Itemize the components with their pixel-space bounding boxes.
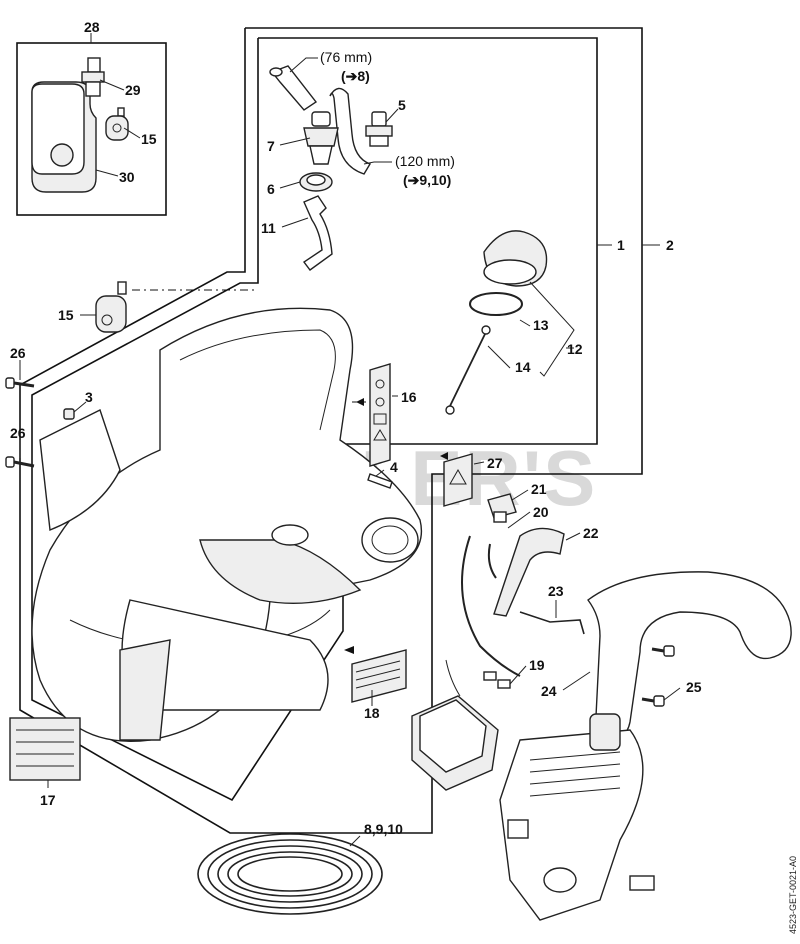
long-hose-part bbox=[329, 87, 372, 175]
fuel-pickup-part bbox=[303, 111, 339, 165]
spring-part bbox=[519, 611, 585, 635]
coiled-hose-part bbox=[197, 833, 383, 915]
engine-part bbox=[499, 713, 655, 921]
tank-pull-part bbox=[445, 325, 491, 415]
air-filter-pad-part bbox=[31, 81, 97, 193]
callout-4: 4 bbox=[390, 459, 398, 475]
callout-2: 2 bbox=[666, 237, 674, 253]
grommet-small-part bbox=[63, 408, 75, 420]
callout-30: 30 bbox=[119, 169, 135, 185]
callout-11: 11 bbox=[261, 220, 276, 236]
label-16-part bbox=[369, 363, 391, 467]
spark-plug-part bbox=[81, 57, 105, 97]
callout-26-top: 26 bbox=[10, 345, 26, 361]
callout-3: 3 bbox=[85, 389, 93, 405]
callout-19: 19 bbox=[529, 657, 545, 673]
throttle-trigger-part bbox=[493, 527, 565, 617]
hose-short-ref: (➔8) bbox=[341, 68, 370, 84]
kit-boundary-1 bbox=[31, 37, 598, 802]
label-18-part bbox=[351, 649, 407, 703]
callout-14: 14 bbox=[515, 359, 531, 375]
arrow-27 bbox=[440, 452, 448, 460]
callout-17: 17 bbox=[40, 792, 56, 808]
callout-21: 21 bbox=[531, 481, 547, 497]
callout-24: 24 bbox=[541, 683, 557, 699]
ignition-module-part bbox=[411, 659, 499, 791]
callout-18: 18 bbox=[364, 705, 380, 721]
arrow-16 bbox=[356, 398, 364, 406]
grommet-part bbox=[299, 172, 333, 192]
spark-plug-boot-part bbox=[95, 281, 127, 333]
callout-28: 28 bbox=[84, 19, 100, 35]
o-ring-part bbox=[469, 292, 523, 316]
callout-27: 27 bbox=[487, 455, 503, 471]
wire-harness-part bbox=[461, 535, 521, 677]
reference-code: 4523-GET-0021-A0 bbox=[788, 856, 798, 934]
spark-plug-boot-part-inset bbox=[105, 107, 129, 141]
callout-23: 23 bbox=[548, 583, 564, 599]
callout-6: 6 bbox=[267, 181, 275, 197]
fan-housing-part bbox=[31, 307, 422, 742]
handle-part bbox=[587, 571, 792, 740]
hose-long-ref: (➔9,10) bbox=[403, 172, 451, 188]
tank-cap-part bbox=[483, 230, 548, 287]
handle-screw-top-part bbox=[651, 645, 675, 657]
pin-part bbox=[367, 473, 393, 489]
short-hose-part bbox=[269, 65, 318, 111]
fuel-line-part bbox=[302, 195, 333, 271]
label-27-part bbox=[443, 453, 473, 507]
screw-top-part bbox=[5, 377, 35, 389]
tank-vent-part bbox=[365, 111, 393, 147]
handle-screw-bottom-part bbox=[641, 695, 665, 707]
callout-15-inset: 15 bbox=[141, 131, 157, 147]
callout-26-bottom: 26 bbox=[10, 425, 26, 441]
screw-bottom-part bbox=[5, 456, 35, 468]
switch-part bbox=[487, 493, 517, 523]
connector-part bbox=[483, 671, 511, 689]
callout-15: 15 bbox=[58, 307, 74, 323]
callout-8-9-10: 8,9,10 bbox=[364, 821, 403, 837]
callout-5: 5 bbox=[398, 97, 406, 113]
callout-12: 12 bbox=[567, 341, 583, 357]
callout-16: 16 bbox=[401, 389, 417, 405]
callout-20: 20 bbox=[533, 504, 549, 520]
arrow-18 bbox=[344, 646, 354, 654]
hose-long-length: (120 mm) bbox=[395, 153, 455, 169]
callout-1: 1 bbox=[617, 237, 625, 253]
callout-29: 29 bbox=[125, 82, 141, 98]
label-17-part bbox=[9, 717, 81, 781]
callout-22: 22 bbox=[583, 525, 599, 541]
hose-short-length: (76 mm) bbox=[320, 49, 372, 65]
kit-boundary-2 bbox=[19, 27, 643, 834]
callout-25: 25 bbox=[686, 679, 702, 695]
leader-lines bbox=[19, 33, 681, 847]
callout-7: 7 bbox=[267, 138, 275, 154]
callout-13: 13 bbox=[533, 317, 549, 333]
